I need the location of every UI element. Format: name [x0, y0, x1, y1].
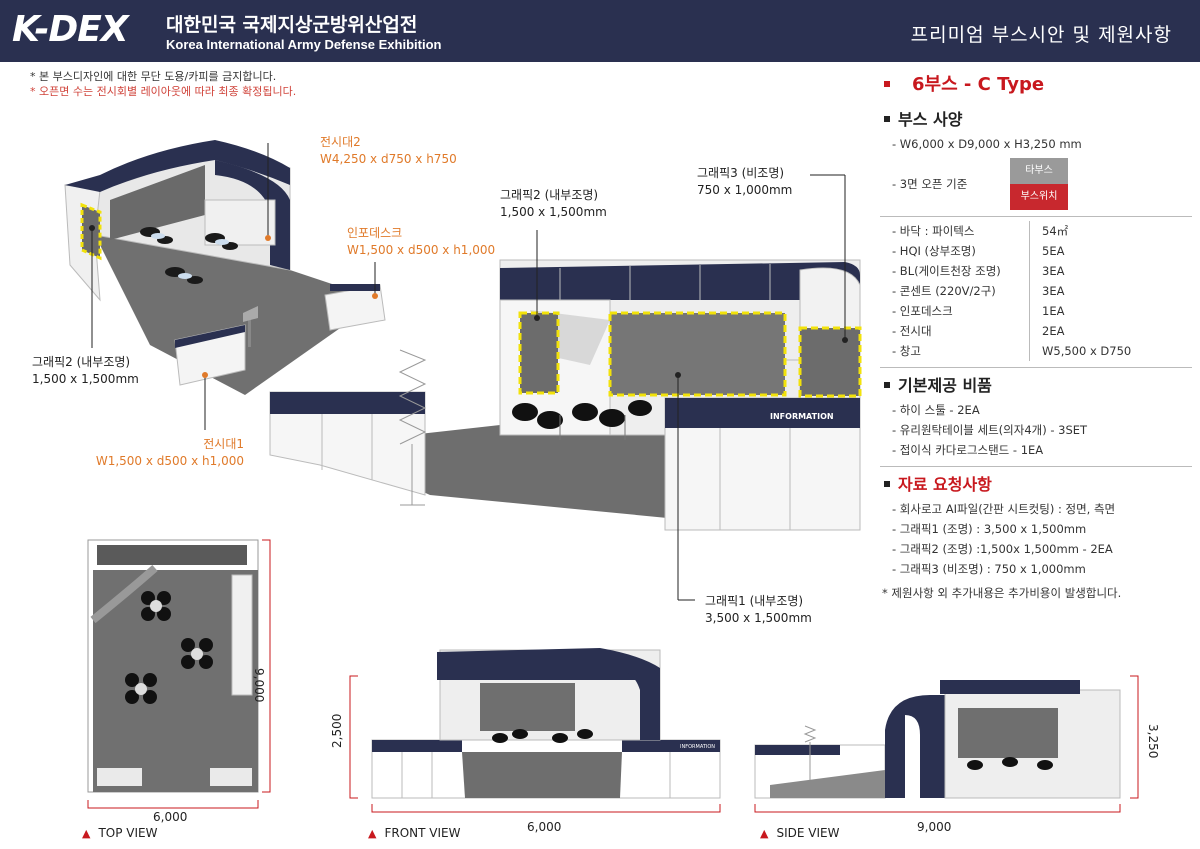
- side-view-caption: ▲SIDE VIEW: [760, 826, 840, 840]
- item-label: - 바닥 : 파이텍스: [880, 221, 1030, 241]
- side-view-height: 3,250: [1146, 724, 1160, 759]
- main-booth-perspective: [269, 259, 862, 531]
- item-value: 1EA: [1042, 304, 1065, 318]
- label-info-desk: 인포데스크 W1,500 x d500 x h1,000: [347, 226, 496, 257]
- label-display1: 전시대1 W1,500 x d500 x h1,000: [95, 437, 244, 468]
- item-label: - HQI (상부조명): [880, 241, 1030, 261]
- kdex-logo: K-DEX: [12, 9, 129, 50]
- side-view-width: 9,000: [917, 820, 952, 834]
- page-title: 프리미엄 부스시안 및 제원사항: [910, 24, 1172, 46]
- item-value: 5EA: [1042, 244, 1065, 258]
- item-value: 54㎡: [1042, 224, 1069, 238]
- spec-panel: 6부스 - C Type 부스 사양 - W6,000 x D9,000 x H…: [880, 70, 1192, 603]
- top-view-plan: [87, 539, 271, 809]
- request-item: - 회사로고 AI파일(간판 시트컷팅) : 정면, 측면: [892, 502, 1116, 516]
- divider: [880, 216, 1192, 217]
- request-title: 자료 요청사항: [880, 471, 1192, 495]
- item-label: - 전시대: [880, 321, 1030, 341]
- front-view-caption: ▲FRONT VIEW: [368, 826, 461, 840]
- item-label: - 창고: [880, 341, 1030, 361]
- divider: [880, 466, 1192, 467]
- booth-spec-title: 부스 사양: [880, 106, 1192, 130]
- bullet-icon: [884, 382, 890, 388]
- item-label: - BL(게이트천장 조명): [880, 261, 1030, 281]
- bullet-icon: [884, 481, 890, 487]
- label-display2: 전시대2 W4,250 x d750 x h750: [320, 135, 457, 166]
- front-information-sign: INFORMATION: [680, 744, 715, 750]
- side-view-elevation: [754, 675, 1139, 813]
- position-legend: 타부스 부스위치: [1010, 158, 1068, 210]
- front-view-width: 6,000: [527, 820, 562, 834]
- equipment-table: - 바닥 : 파이텍스 54㎡ - HQI (상부조명) 5EA - BL(게이트천…: [880, 221, 1192, 361]
- label-graphic2-small: 그래픽2 (내부조명) 1,500 x 1,500mm: [32, 355, 139, 386]
- logo-english-name: Korea International Army Defense Exhibit…: [166, 37, 442, 52]
- basic-item: - 하이 스툴 - 2EA: [892, 403, 980, 417]
- triangle-icon: ▲: [82, 827, 91, 840]
- label-graphic3: 그래픽3 (비조명) 750 x 1,000mm: [697, 166, 793, 197]
- item-value: W5,500 x D750: [1042, 344, 1132, 358]
- red-bullet-icon: [884, 80, 890, 87]
- request-item: - 그래픽2 (조명) :1,500x 1,500mm - 2EA: [892, 542, 1113, 556]
- legend-booth-position: 부스위치: [1010, 184, 1068, 210]
- front-view-height: 2,500: [330, 713, 344, 748]
- top-view-depth: 9,000: [252, 668, 266, 703]
- open-sides-text: - 3면 오픈 기준: [892, 177, 968, 191]
- basic-item: - 유리원탁테이블 세트(의자4개) - 3SET: [892, 423, 1088, 437]
- open-side-notice: * 오픈면 수는 전시회별 레이아웃에 따라 최종 확정됩니다.: [30, 85, 297, 98]
- request-item: - 그래픽1 (조명) : 3,500 x 1,500mm: [892, 522, 1087, 536]
- small-booth-perspective: [64, 140, 386, 395]
- copyright-notice: * 본 부스디자인에 대한 무단 도용/카피를 금지합니다.: [30, 70, 277, 83]
- item-value: 3EA: [1042, 264, 1065, 278]
- request-item: - 그래픽3 (비조명) : 750 x 1,000mm: [892, 562, 1086, 576]
- item-label: - 콘센트 (220V/2구): [880, 281, 1030, 301]
- bullet-icon: [884, 116, 890, 122]
- booth-type-title: 6부스 - C Type: [880, 70, 1192, 96]
- triangle-icon: ▲: [368, 827, 377, 840]
- label-graphic2-main: 그래픽2 (내부조명) 1,500 x 1,500mm: [500, 188, 607, 219]
- header-bar: K-DEX 대한민국 국제지상군방위산업전 Korea Internationa…: [0, 0, 1200, 62]
- open-sides-row: - 3면 오픈 기준 타부스 부스위치: [880, 158, 1192, 210]
- information-sign: INFORMATION: [770, 412, 834, 421]
- top-view-width: 6,000: [153, 810, 188, 824]
- top-view-caption: ▲TOP VIEW: [82, 826, 158, 840]
- triangle-icon: ▲: [760, 827, 769, 840]
- legend-other-booth: 타부스: [1010, 158, 1068, 184]
- item-value: 3EA: [1042, 284, 1065, 298]
- divider: [880, 367, 1192, 368]
- footnote: * 제원사항 외 추가내용은 추가비용이 발생합니다.: [882, 586, 1122, 600]
- front-view-elevation: INFORMATION: [349, 648, 721, 813]
- item-value: 2EA: [1042, 324, 1065, 338]
- label-graphic1: 그래픽1 (내부조명) 3,500 x 1,500mm: [705, 594, 812, 625]
- item-label: - 인포데스크: [880, 301, 1030, 321]
- basic-item: - 접이식 카다로그스탠드 - 1EA: [892, 443, 1044, 457]
- logo-korean-name: 대한민국 국제지상군방위산업전: [166, 14, 418, 36]
- basic-items-title: 기본제공 비품: [880, 372, 1192, 396]
- booth-size: - W6,000 x D9,000 x H3,250 mm: [892, 137, 1082, 151]
